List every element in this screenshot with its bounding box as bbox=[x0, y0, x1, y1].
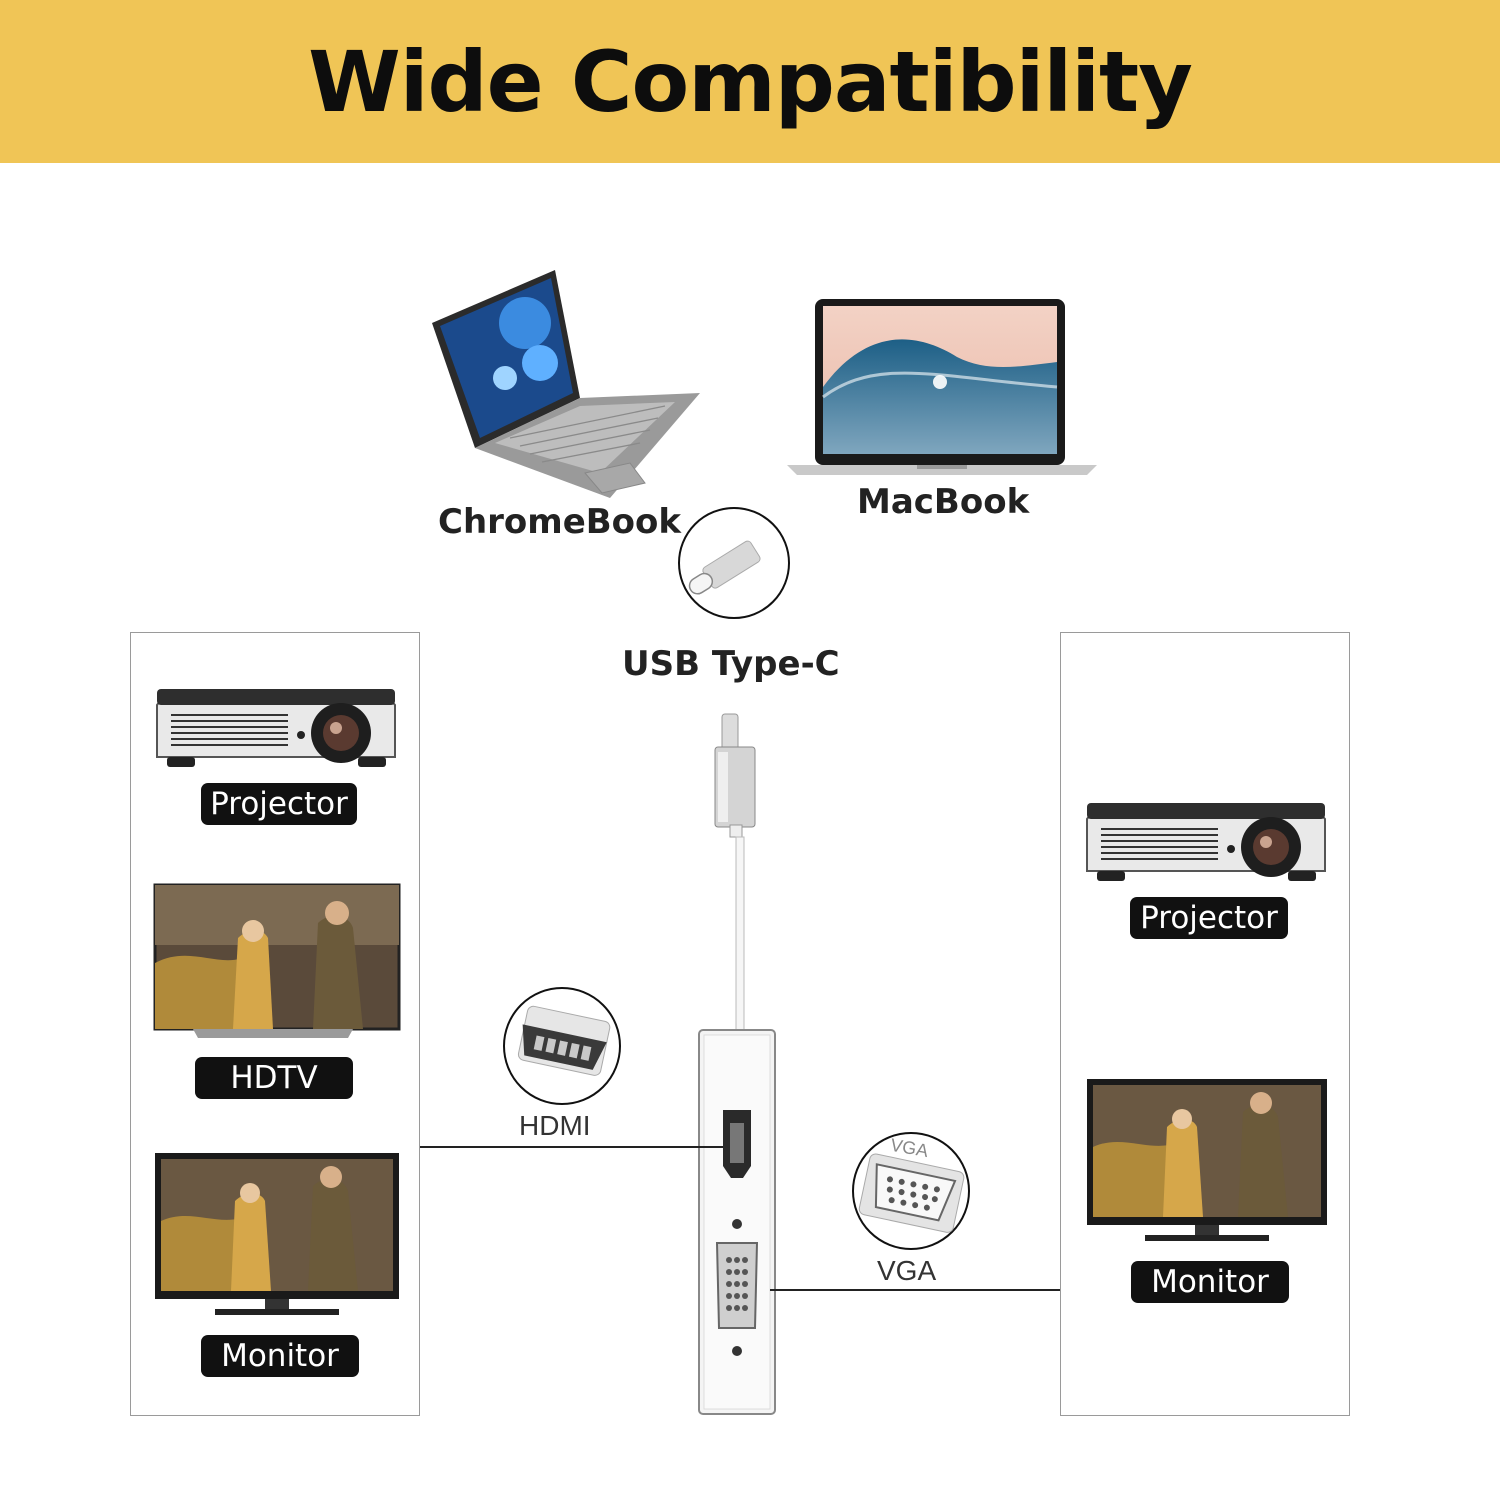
projector-icon bbox=[1086, 803, 1326, 881]
vga-connection-line bbox=[770, 1289, 1061, 1291]
device-label-hdtv: HDTV bbox=[195, 1057, 353, 1099]
hdmi-label: HDMI bbox=[519, 1110, 591, 1141]
monitor-icon bbox=[1087, 1079, 1327, 1241]
vga-label: VGA bbox=[877, 1255, 937, 1286]
projector-icon bbox=[156, 689, 396, 767]
monitor-icon bbox=[155, 1153, 399, 1315]
title-banner: Wide Compatibility bbox=[0, 0, 1500, 163]
macbook-icon bbox=[787, 299, 1097, 475]
hdmi-port-icon bbox=[723, 1110, 751, 1178]
right-device-panel: Projector Monitor bbox=[1060, 632, 1350, 1416]
device-label-monitor: Monitor bbox=[201, 1335, 359, 1377]
usb-c-label: USB Type-C bbox=[622, 644, 840, 684]
hdtv-icon bbox=[153, 883, 401, 1038]
hdmi-connection-line bbox=[419, 1146, 723, 1148]
chromebook-icon bbox=[432, 270, 700, 498]
macbook-label: MacBook bbox=[857, 482, 1030, 522]
device-label-projector: Projector bbox=[1130, 897, 1288, 939]
device-label-projector: Projector bbox=[201, 783, 357, 825]
device-label-monitor: Monitor bbox=[1131, 1261, 1289, 1303]
vga-zoom-icon: VGA bbox=[852, 1132, 970, 1250]
usb-c-connector-icon bbox=[678, 507, 790, 619]
chromebook-label: ChromeBook bbox=[438, 502, 682, 542]
page-title: Wide Compatibility bbox=[308, 32, 1193, 131]
left-device-panel: Projector HDTV Monitor bbox=[130, 632, 420, 1416]
hdmi-zoom-icon bbox=[503, 987, 621, 1105]
vga-port-icon bbox=[715, 1242, 759, 1329]
adapter-body bbox=[698, 1029, 776, 1415]
adapter-cable bbox=[714, 713, 756, 1038]
